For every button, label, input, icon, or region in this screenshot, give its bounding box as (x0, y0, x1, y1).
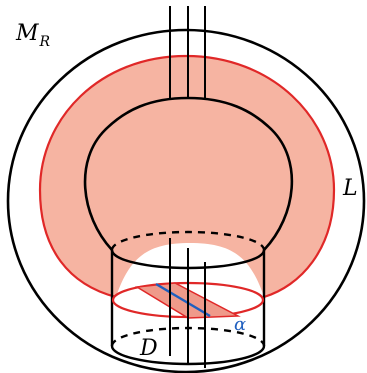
label-manifold: MR (15, 21, 51, 50)
label-manifold-subscript: R (39, 34, 51, 50)
surface-outline (38, 54, 336, 299)
outer-manifold-boundary (6, 28, 366, 373)
label-manifold-main: M (15, 21, 39, 46)
label-surface: L (342, 176, 358, 201)
cylinder-top-back-rim (110, 230, 266, 251)
arc-alpha (155, 282, 211, 318)
inner-loop (83, 96, 294, 251)
label-disk: D (139, 336, 158, 361)
surface-region (40, 56, 334, 297)
label-arc: α (234, 314, 246, 335)
